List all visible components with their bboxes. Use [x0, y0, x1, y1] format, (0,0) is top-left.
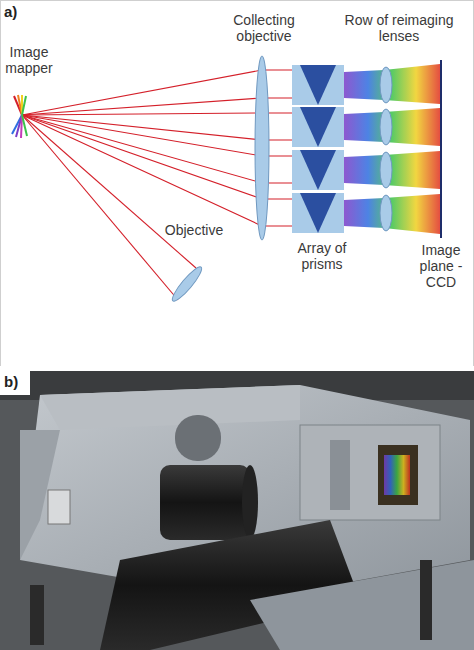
prism-array	[292, 65, 344, 233]
reimaging-lenses	[380, 67, 392, 231]
image-mapper-symbol	[12, 95, 27, 138]
panel-label: a)	[4, 4, 34, 20]
part-label: Image mapper	[0, 44, 58, 76]
panel-frame	[1, 1, 474, 367]
collecting-lens	[255, 56, 269, 240]
part-label: Image plane - CCD	[410, 242, 472, 290]
panel-label: b)	[4, 374, 34, 390]
dispersed-beams	[344, 64, 440, 234]
part-label: Array of prisms	[286, 240, 358, 272]
image-plane	[440, 60, 442, 238]
part-label: Row of reimaging lenses	[344, 12, 454, 44]
part-label: Collecting objective	[218, 12, 310, 44]
red-rays	[22, 70, 292, 300]
part-label: Objective	[158, 222, 230, 238]
objective-lens	[169, 264, 205, 304]
instrument-photo	[0, 370, 474, 650]
